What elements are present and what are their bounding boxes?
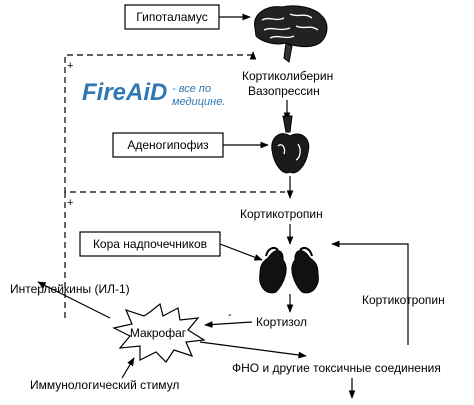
cortisol-label: Кортизол — [256, 315, 307, 329]
brain-icon — [254, 5, 328, 63]
arrow-right-loop — [331, 240, 409, 345]
plus-sign-top: + — [67, 60, 73, 72]
arrow-macrophage-interleukins — [37, 281, 111, 319]
plus-sign-mid: + — [67, 197, 73, 209]
arrow-stimulus-macrophage — [121, 357, 135, 379]
arrow-macrophage-tnf — [199, 341, 307, 359]
minus-sign: - — [228, 309, 232, 321]
tnf-label: ФНО и другие токсичные соединения — [232, 361, 441, 375]
hypothalamus-box — [124, 4, 220, 30]
corticotropin-right-label: Кортикотропин — [362, 293, 445, 307]
adenohypophysis-label: Аденогипофиз — [127, 138, 209, 152]
adenohypophysis-node: Аденогипофиз — [112, 132, 224, 158]
macrophage-label: Макрофаг — [130, 326, 187, 340]
watermark-tagline-2: медицине. — [172, 96, 225, 108]
watermark-brand: FireAiD — [82, 79, 167, 106]
arrow-adrenal-box-kidneys — [219, 243, 263, 261]
hypothalamus-node: Гипоталамус — [124, 4, 220, 30]
adrenal-cortex-node: Кора надпочечников — [79, 231, 221, 257]
adrenal-glands-icon — [259, 247, 319, 294]
interleukins-label: Интерлейкины (ИЛ-1) — [10, 282, 130, 296]
corticotropin-center-label: Кортикотропин — [240, 207, 323, 221]
adrenal-cortex-label: Кора надпочечников — [93, 237, 207, 251]
corticoliberin-label: Кортиколиберин — [242, 69, 333, 83]
vasopressin-label: Вазопрессин — [248, 84, 320, 98]
dashed-feedback-top — [64, 54, 285, 193]
watermark-tagline-1: - все по — [172, 83, 211, 95]
macrophage-starburst — [112, 302, 206, 363]
hypothalamus-label: Гипоталамус — [136, 10, 207, 24]
arrow-cortisol-macrophage — [204, 321, 253, 328]
fireaid-watermark: FireAiD - все по медицине. — [82, 79, 225, 108]
adrenal-cortex-box — [79, 231, 221, 257]
pituitary-icon — [271, 115, 310, 174]
immunological-stimulus-label: Иммунологический стимул — [30, 378, 179, 392]
macrophage-node: Макрофаг — [112, 302, 206, 363]
